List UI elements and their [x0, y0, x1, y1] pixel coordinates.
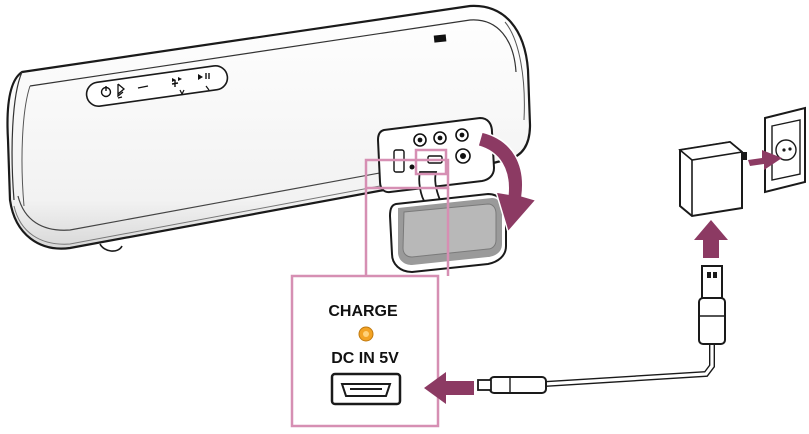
port-highlight-box [364, 158, 450, 190]
charge-indicator-icon [358, 326, 374, 342]
micro-usb-plug-icon [489, 376, 547, 394]
open-cover-arrow [477, 131, 538, 234]
power-icon [100, 86, 112, 98]
wall-outlet-icon [764, 106, 806, 194]
adapter-into-outlet-arrow [748, 150, 782, 170]
usb-into-adapter-arrow [694, 220, 728, 258]
usb-cable [477, 265, 726, 394]
volume-minus-icon [137, 85, 149, 89]
volume-plus-icon [171, 77, 182, 87]
dc-in-label: DC IN 5V [331, 350, 399, 367]
charge-label: CHARGE [328, 303, 398, 320]
play-pause-icon [198, 73, 210, 80]
plug-into-port-arrow [424, 372, 474, 404]
ac-adapter-icon [678, 140, 747, 218]
bluetooth-icon [117, 83, 126, 98]
usb-a-plug-icon [698, 265, 726, 345]
connector-panel [376, 116, 496, 194]
port-focus-box [414, 148, 448, 176]
control-panel [85, 64, 229, 108]
micro-usb-port-icon [330, 372, 402, 406]
logo-mark [433, 34, 447, 43]
